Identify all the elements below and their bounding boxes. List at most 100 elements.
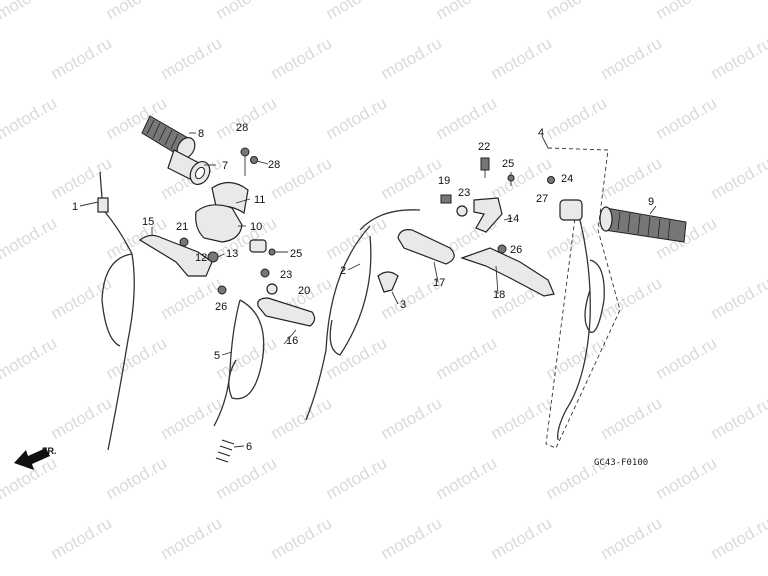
- watermark-text: motod.ru: [158, 273, 226, 323]
- watermark-text: motod.ru: [323, 93, 391, 143]
- watermark-text: motod.ru: [708, 513, 768, 563]
- watermark-text: motod.ru: [488, 513, 556, 563]
- callout-8: 8: [198, 128, 204, 140]
- right-grip-9: [599, 206, 687, 243]
- choke-cable-2: [305, 209, 421, 421]
- callout-18: 18: [493, 289, 505, 301]
- watermark-text: motod.ru: [323, 453, 391, 503]
- screw-25a: [268, 248, 288, 256]
- watermark-text: motod.ru: [543, 0, 611, 23]
- watermark-text: motod.ru: [323, 213, 391, 263]
- watermark-text: motod.ru: [598, 273, 666, 323]
- callout-27: 27: [536, 193, 548, 205]
- callout-16: 16: [286, 335, 298, 347]
- callout-13: 13: [226, 248, 238, 260]
- watermark-text: motod.ru: [103, 333, 171, 383]
- bracket-14: [473, 197, 503, 233]
- watermark-text: motod.ru: [213, 0, 281, 23]
- watermark-text: motod.ru: [213, 453, 281, 503]
- watermark-text: motod.ru: [323, 333, 391, 383]
- bolt-19: [440, 194, 452, 204]
- watermark-text: motod.ru: [653, 333, 721, 383]
- leader-lines: [79, 132, 657, 448]
- watermark-text: motod.ru: [0, 0, 60, 23]
- watermark-text: motod.ru: [433, 93, 501, 143]
- watermark-text: motod.ru: [48, 393, 116, 443]
- throttle-cable-5: [213, 299, 265, 427]
- watermark-text: motod.ru: [268, 33, 336, 83]
- watermark-text: motod.ru: [598, 393, 666, 443]
- callout-17: 17: [433, 277, 445, 289]
- callout-14: 14: [507, 213, 519, 225]
- watermark-text: motod.ru: [708, 33, 768, 83]
- callout-11: 11: [254, 194, 265, 206]
- bolt-28a: [240, 147, 250, 176]
- watermark-text: motod.ru: [158, 33, 226, 83]
- washer-23b: [456, 205, 468, 217]
- watermark-text: motod.ru: [0, 213, 60, 263]
- callout-26b: 26: [510, 244, 522, 256]
- callout-layer: 1 2 3 4 5 6 7 8 9 10 11 12 13 14 15 16 1…: [72, 122, 654, 453]
- callout-10: 10: [250, 221, 262, 233]
- watermark-text: motod.ru: [48, 513, 116, 563]
- callout-23a: 23: [280, 269, 292, 281]
- choke-lever-3: [377, 271, 399, 293]
- direction-arrow: FR.: [14, 446, 57, 470]
- callout-12: 12: [195, 252, 207, 264]
- clutch-cable-1: [97, 171, 135, 451]
- watermark-text: motod.ru: [543, 333, 611, 383]
- callout-21: 21: [176, 221, 188, 233]
- callout-25b: 25: [502, 158, 514, 170]
- nut-26b: [497, 244, 507, 254]
- adjuster-13: [249, 239, 267, 253]
- throttle-pipe-7: [167, 149, 211, 186]
- switch-27: [559, 199, 583, 221]
- watermark-text: motod.ru: [488, 33, 556, 83]
- watermark-text: motod.ru: [213, 93, 281, 143]
- watermark-text: motod.ru: [543, 93, 611, 143]
- callout-19: 19: [438, 175, 450, 187]
- watermark-text: motod.ru: [0, 93, 60, 143]
- callout-22: 22: [478, 141, 490, 153]
- callout-5: 5: [214, 350, 220, 362]
- watermark-text: motod.ru: [268, 513, 336, 563]
- callout-15: 15: [142, 216, 154, 228]
- screw-21: [179, 237, 189, 247]
- watermark-text: motod.ru: [653, 0, 721, 23]
- watermark-text: motod.ru: [378, 153, 446, 203]
- screw-24: [547, 176, 555, 184]
- watermark-text: motod.ru: [268, 393, 336, 443]
- callout-26a: 26: [215, 301, 227, 313]
- screw-25b: [507, 172, 515, 186]
- callout-3: 3: [400, 299, 406, 311]
- spring-6: [215, 439, 235, 463]
- callout-28b: 28: [268, 159, 280, 171]
- watermark-text: motod.ru: [378, 393, 446, 443]
- watermark-text: motod.ru: [488, 393, 556, 443]
- watermark-text: motod.ru: [48, 33, 116, 83]
- drawing-code: GC43-F0100: [594, 458, 648, 468]
- throttle-grip-8: [141, 115, 196, 159]
- watermark-text: motod.ru: [103, 0, 171, 23]
- watermark-text: motod.ru: [158, 393, 226, 443]
- watermark-text: motod.ru: [708, 393, 768, 443]
- watermark-text: motod.ru: [433, 333, 501, 383]
- watermark-text: motod.ru: [598, 153, 666, 203]
- callout-4: 4: [538, 127, 544, 139]
- callout-1: 1: [72, 201, 78, 213]
- callout-6: 6: [246, 441, 252, 453]
- callout-7: 7: [222, 160, 228, 172]
- callout-25a: 25: [290, 248, 302, 260]
- brake-lever-18: [460, 247, 555, 297]
- watermark-text: motod.ru: [598, 513, 666, 563]
- direction-label: FR.: [42, 446, 57, 456]
- watermark-text: motod.ru: [213, 333, 281, 383]
- watermark-text: motod.ru: [48, 153, 116, 203]
- watermark-text: motod.ru: [433, 453, 501, 503]
- lever-assembly-4: [545, 147, 621, 449]
- watermark-text: motod.ru: [0, 333, 60, 383]
- watermark-text: motod.ru: [653, 453, 721, 503]
- watermark-text: motod.ru: [323, 0, 391, 23]
- watermark-text: motod.ru: [378, 33, 446, 83]
